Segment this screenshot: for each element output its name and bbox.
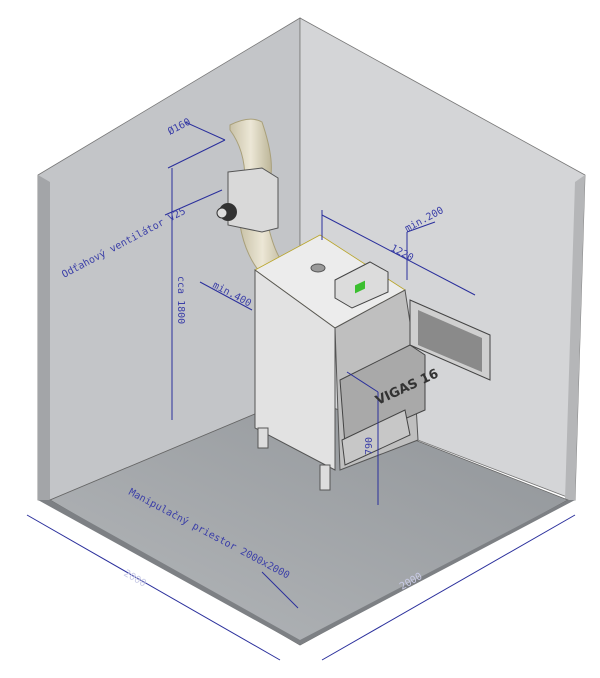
display [355,280,365,294]
width-left-label: 2000 [122,568,148,590]
left-wall-edge [38,175,50,500]
lower-door [341,409,411,466]
boiler-front [254,269,336,471]
flue-outlet [310,263,326,273]
fan-housing [227,167,279,233]
dimensions [26,121,576,661]
door-height-label: 790 [364,437,375,455]
fan-cover [339,344,426,446]
boiler [254,234,491,491]
right-wall-edge [565,175,585,500]
height-label: cca 1800 [175,276,186,324]
